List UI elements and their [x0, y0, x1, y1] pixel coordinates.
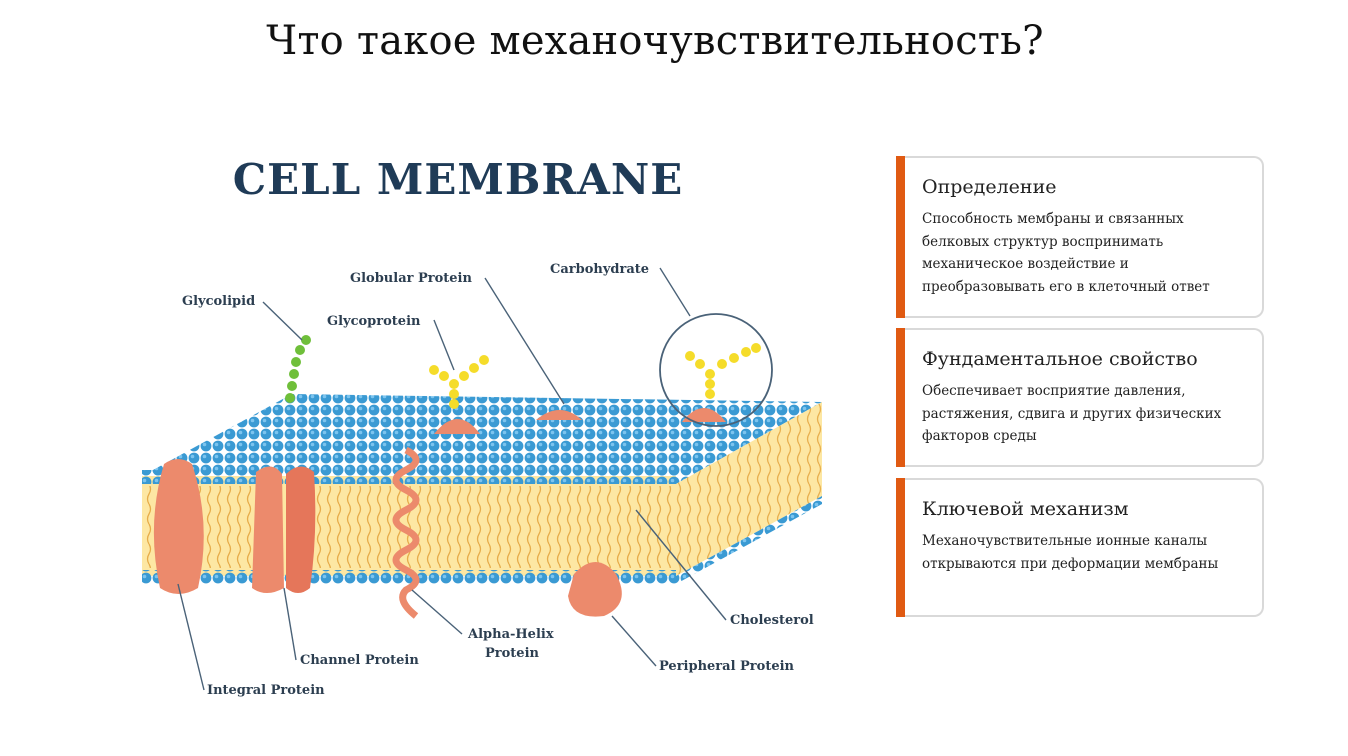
membrane-top-surface: [142, 394, 822, 484]
carbohydrate-sugars: [685, 343, 761, 399]
card-text: Способность мембраны и связанных белковы…: [922, 211, 1210, 295]
card-title: Ключевой механизм: [922, 498, 1129, 520]
cell-membrane-diagram: CELL MEMBRANE: [116, 104, 844, 756]
card-text: Обеспечивает восприятие давления, растяж…: [922, 383, 1222, 444]
label-glycolipid: Glycolipid: [182, 294, 255, 309]
label-alpha-helix-line1: Alpha-Helix: [467, 627, 554, 642]
glycolipid-chain: [285, 335, 311, 403]
glycoprotein-base: [434, 419, 480, 434]
label-integral-protein: Integral Protein: [207, 683, 325, 698]
globular-protein: [536, 410, 582, 420]
label-alpha-helix-line2: Protein: [485, 646, 540, 661]
glycoprotein-sugars: [429, 355, 489, 409]
label-globular-protein: Globular Protein: [350, 271, 472, 286]
channel-protein: [252, 466, 284, 593]
card-text: Механочувствительные ионные каналы откры…: [922, 533, 1219, 572]
card-definition: Определение Способность мембраны и связа…: [896, 156, 1264, 318]
leader-lines: [177, 267, 727, 691]
peripheral-protein: [568, 562, 622, 617]
label-cholesterol: Cholesterol: [730, 613, 814, 628]
label-channel-protein: Channel Protein: [300, 653, 419, 668]
alpha-helix-protein: [392, 446, 420, 619]
figure-heading: CELL MEMBRANE: [233, 155, 684, 204]
carbohydrate-base: [682, 408, 726, 422]
carbohydrate-magnifier: [659, 313, 773, 427]
integral-protein: [153, 459, 204, 594]
card-key-mechanism: Ключевой механизм Механочувствительные и…: [896, 478, 1264, 617]
card-title: Определение: [922, 176, 1057, 198]
card-fundamental-property: Фундаментальное свойство Обеспечивает во…: [896, 328, 1264, 467]
label-glycoprotein: Glycoprotein: [327, 314, 421, 329]
label-carbohydrate: Carbohydrate: [550, 262, 649, 277]
slide-title: Что такое механочувствительность?: [266, 18, 1044, 64]
card-title: Фундаментальное свойство: [922, 348, 1198, 370]
label-peripheral-protein: Peripheral Protein: [659, 659, 795, 674]
